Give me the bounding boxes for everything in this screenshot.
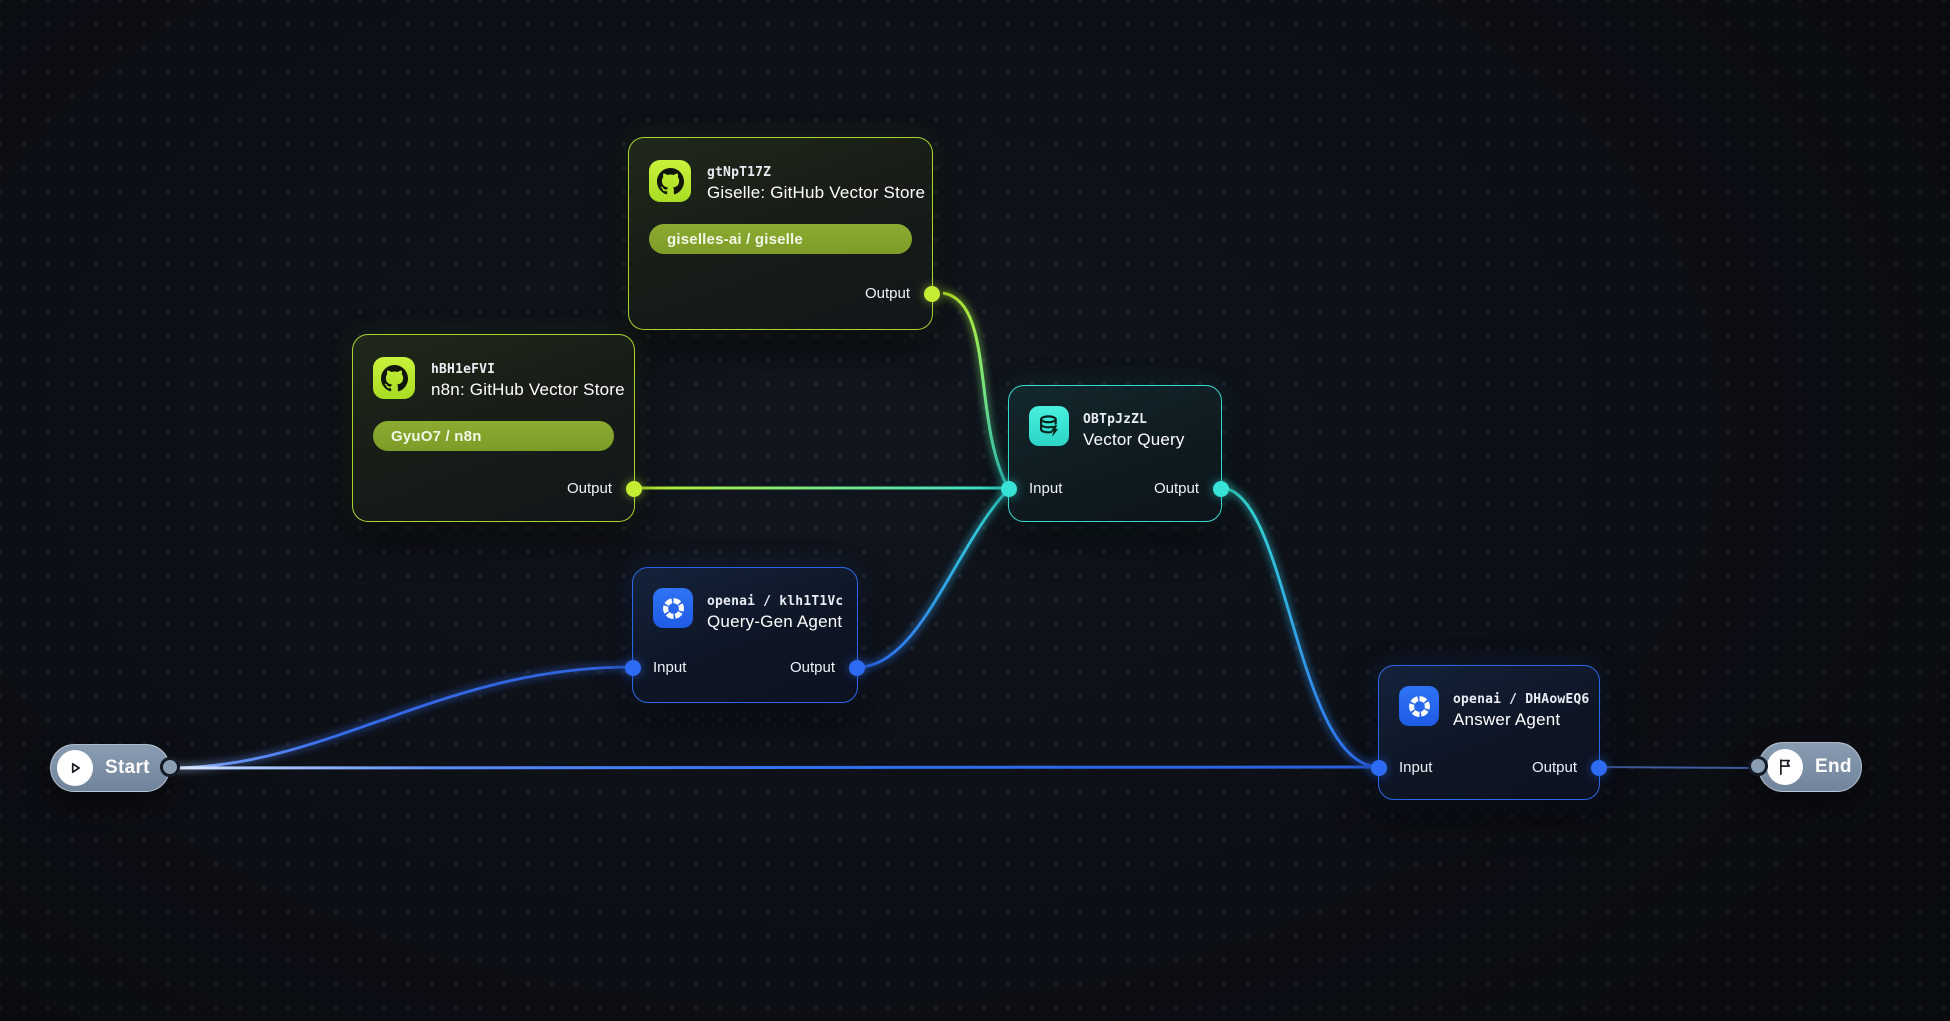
repository-badge[interactable]: GyuO7 / n8n (373, 421, 614, 451)
input-port[interactable] (1371, 760, 1387, 776)
input-port[interactable] (625, 660, 641, 676)
openai-icon (653, 588, 693, 628)
end-node[interactable]: End (1748, 742, 1862, 792)
node-id: openai / DHAowEQ6 (1453, 692, 1590, 707)
node-title: Answer Agent (1453, 710, 1561, 729)
start-label: Start (105, 757, 150, 778)
output-label: Output (566, 480, 612, 497)
edge-query-gen-to-vector-query[interactable] (857, 489, 1010, 669)
edge-start-to-query-gen[interactable] (169, 665, 633, 770)
input-label: Input (1029, 480, 1063, 497)
repository-badge-label: GyuO7 / n8n (391, 427, 482, 445)
output-label: Output (789, 659, 835, 676)
edge-start-to-answer[interactable] (169, 765, 1379, 770)
node-n8n-github-vector-store[interactable]: hBH1eFVI n8n: GitHub Vector Store GyuO7 … (352, 334, 642, 522)
github-icon (649, 160, 691, 202)
output-port[interactable] (849, 660, 865, 676)
output-port[interactable] (1591, 760, 1607, 776)
repository-badge-label: giselles-ai / giselle (667, 230, 803, 248)
node-id: hBH1eFVI (431, 362, 496, 377)
play-icon (57, 750, 93, 786)
output-label: Output (1531, 759, 1577, 776)
input-label: Input (1399, 759, 1433, 776)
node-giselle-github-vector-store[interactable]: gtNpT17Z Giselle: GitHub Vector Store gi… (628, 137, 940, 330)
end-input-port[interactable] (1748, 756, 1768, 776)
github-icon (373, 357, 415, 399)
start-node[interactable]: Start (50, 744, 180, 792)
output-port[interactable] (1213, 481, 1229, 497)
node-title: Vector Query (1083, 430, 1185, 449)
node-id: OBTpJzZL (1083, 412, 1148, 427)
node-answer-agent[interactable]: openai / DHAowEQ6 Answer Agent Input Out… (1371, 665, 1607, 800)
start-output-port[interactable] (160, 757, 180, 777)
edge-vector-query-to-answer[interactable] (1221, 486, 1379, 769)
node-id: openai / klh1T1Vc (707, 594, 844, 609)
node-title: n8n: GitHub Vector Store (431, 380, 625, 399)
output-port[interactable] (924, 286, 940, 302)
output-label: Output (864, 285, 910, 302)
edge-answer-to-end[interactable] (1599, 766, 1758, 769)
input-label: Input (653, 659, 687, 676)
database-bolt-icon (1029, 406, 1069, 446)
output-label: Output (1153, 480, 1199, 497)
repository-badge[interactable]: giselles-ai / giselle (649, 224, 912, 254)
end-label: End (1815, 756, 1852, 777)
node-title: Giselle: GitHub Vector Store (707, 183, 926, 202)
node-id: gtNpT17Z (707, 165, 772, 180)
node-query-gen-agent[interactable]: openai / klh1T1Vc Query-Gen Agent Input … (625, 567, 865, 703)
node-vector-query[interactable]: OBTpJzZL Vector Query Input Output (1001, 385, 1229, 522)
output-port[interactable] (626, 481, 642, 497)
input-port[interactable] (1001, 481, 1017, 497)
edge-giselle-to-vector-query[interactable] (942, 291, 1010, 489)
node-title: Query-Gen Agent (707, 612, 843, 631)
flag-icon (1767, 749, 1803, 785)
openai-icon (1399, 686, 1439, 726)
